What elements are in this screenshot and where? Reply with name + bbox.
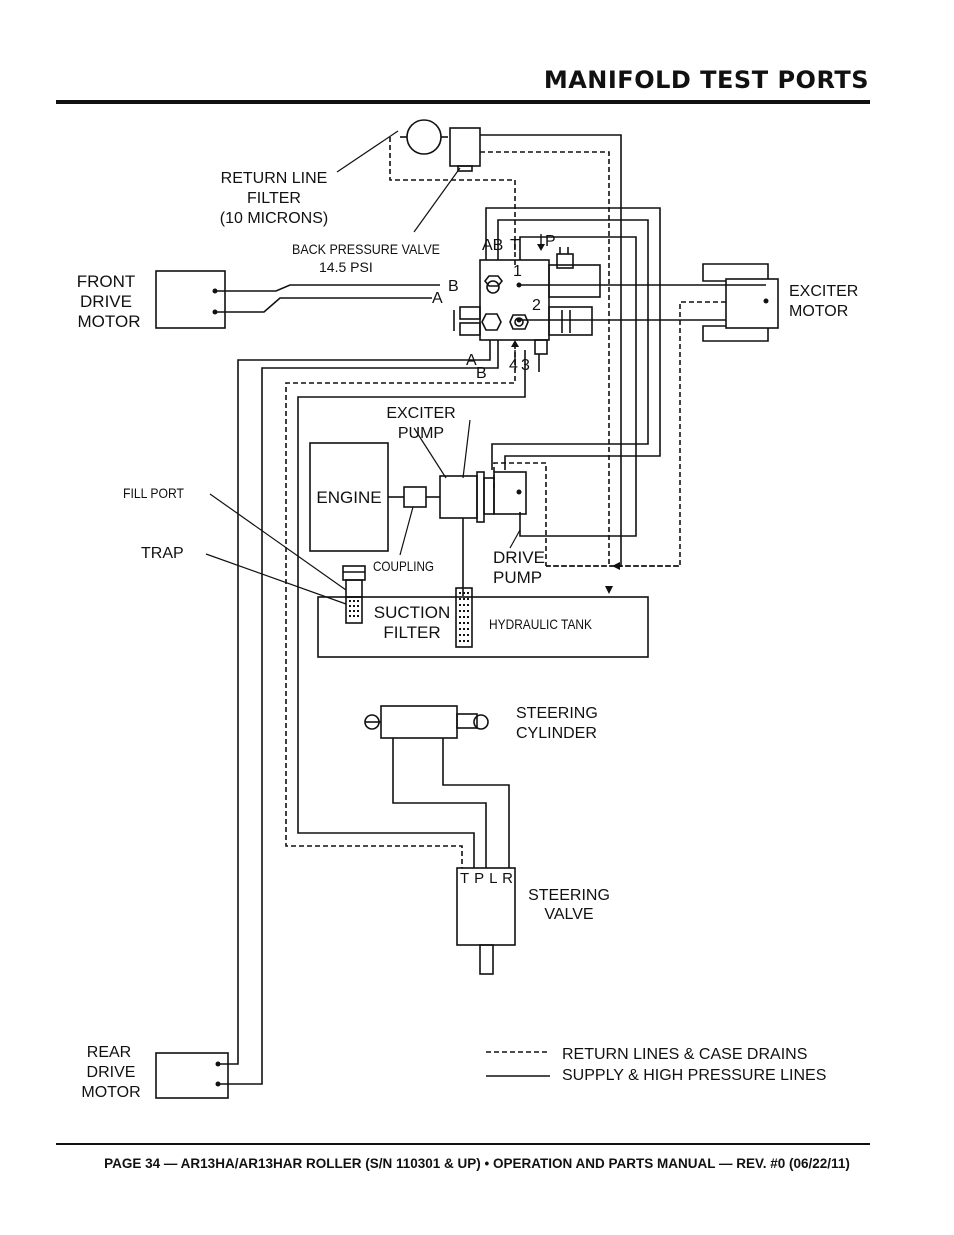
label-suction-filter-1: SUCTION — [374, 603, 451, 622]
port-label-3: 3 — [521, 357, 530, 374]
label-steering-cylinder-2: CYLINDER — [516, 725, 597, 742]
coupling — [403, 486, 427, 508]
port-label-4: 4 — [509, 357, 518, 374]
label-exciter-pump-1: EXCITER — [386, 405, 455, 422]
manifold-block — [453, 247, 601, 372]
page-footer: PAGE 34 — AR13HA/AR13HAR ROLLER (S/N 110… — [104, 1156, 850, 1171]
drive-pump — [493, 471, 527, 515]
front-drive-motor — [155, 270, 226, 329]
steering-cylinder — [364, 705, 489, 739]
legend-dashed-label: RETURN LINES & CASE DRAINS — [562, 1046, 807, 1063]
line-port-b-top — [491, 219, 649, 470]
pressure-line-right — [480, 134, 622, 567]
label-front-motor-3: MOTOR — [78, 312, 141, 331]
line-steering-p — [297, 350, 526, 868]
exciter-loop-bottom — [702, 325, 769, 342]
line-port-p — [519, 236, 637, 537]
exciter-pump — [439, 475, 478, 519]
footer-rule — [56, 1143, 870, 1145]
label-drive-pump-1: DRIVE — [493, 548, 545, 567]
label-exciter-motor-2: MOTOR — [789, 303, 848, 320]
label-exciter-pump-2: PUMP — [398, 425, 444, 442]
label-fill-port: FILL PORT — [123, 485, 184, 501]
header-rule — [56, 100, 870, 104]
label-drive-pump-2: PUMP — [493, 568, 542, 587]
return-filter-lines — [389, 137, 610, 566]
suction-filter — [455, 587, 473, 648]
label-steering-valve-1: STEERING — [528, 887, 610, 904]
port-label-t: T — [510, 237, 520, 254]
rear-drive-motor — [155, 1052, 229, 1099]
label-trap: TRAP — [141, 545, 184, 562]
legend-solid-label: SUPPLY & HIGH PRESSURE LINES — [562, 1067, 826, 1084]
port-label-2: 2 — [532, 297, 541, 314]
filter-pointer — [336, 130, 399, 173]
label-back-pressure-2: 14.5 PSI — [319, 259, 373, 275]
exciter-motor — [725, 278, 779, 329]
label-exciter-motor-1: EXCITER — [789, 283, 858, 300]
port-label-a-bottom: A — [466, 352, 477, 369]
front-motor-line-b — [215, 284, 440, 292]
line-rear-a — [218, 340, 491, 1065]
port-label-b-bottom: B — [476, 365, 487, 382]
port-label-ab: AB — [482, 237, 503, 254]
trap-hatch — [349, 600, 359, 617]
label-front-motor-2: DRIVE — [80, 292, 132, 311]
trap-screen — [345, 596, 363, 624]
port-label-p: P — [545, 233, 556, 250]
cylinder-line-r — [442, 738, 510, 868]
label-rear-motor-1: REAR — [87, 1044, 131, 1061]
label-front-motor-1: FRONT — [77, 272, 136, 291]
line-port-a-top — [485, 207, 661, 470]
label-rear-motor-3: MOTOR — [81, 1084, 140, 1101]
label-steering-valve-2: VALVE — [544, 906, 593, 923]
back-pressure-valve — [449, 127, 481, 172]
label-return-filter-1: RETURN LINE — [221, 170, 328, 187]
steering-shaft — [479, 944, 494, 975]
return-line-filter — [400, 119, 448, 155]
suction-filter-hatch — [459, 592, 469, 642]
label-suction-filter-2: FILTER — [383, 623, 440, 642]
label-coupling: COUPLING — [373, 558, 434, 574]
port-label-a-left: A — [432, 290, 443, 307]
line-rear-b — [218, 340, 499, 1085]
label-back-pressure-1: BACK PRESSURE VALVE — [292, 241, 440, 257]
cylinder-line-l — [392, 738, 487, 868]
fill-port — [342, 565, 366, 598]
port-label-1: 1 — [513, 263, 522, 280]
front-motor-line-a — [215, 297, 432, 313]
label-steering-ports: T P L R — [460, 870, 513, 887]
label-steering-cylinder-1: STEERING — [516, 705, 598, 722]
line-return-t — [285, 344, 516, 868]
hydraulic-tank — [317, 596, 649, 658]
valve-pointer — [413, 167, 461, 233]
exciter-loop-top — [702, 263, 769, 282]
label-return-filter-3: (10 MICRONS) — [220, 210, 328, 227]
page-title: MANIFOLD TEST PORTS — [543, 66, 869, 94]
label-engine: ENGINE — [316, 488, 381, 507]
label-hydraulic-tank: HYDRAULIC TANK — [489, 616, 593, 632]
pump-case-drain — [493, 462, 547, 566]
label-rear-motor-2: DRIVE — [87, 1064, 136, 1081]
label-return-filter-2: FILTER — [247, 190, 301, 207]
port-label-b-left: B — [448, 278, 459, 295]
